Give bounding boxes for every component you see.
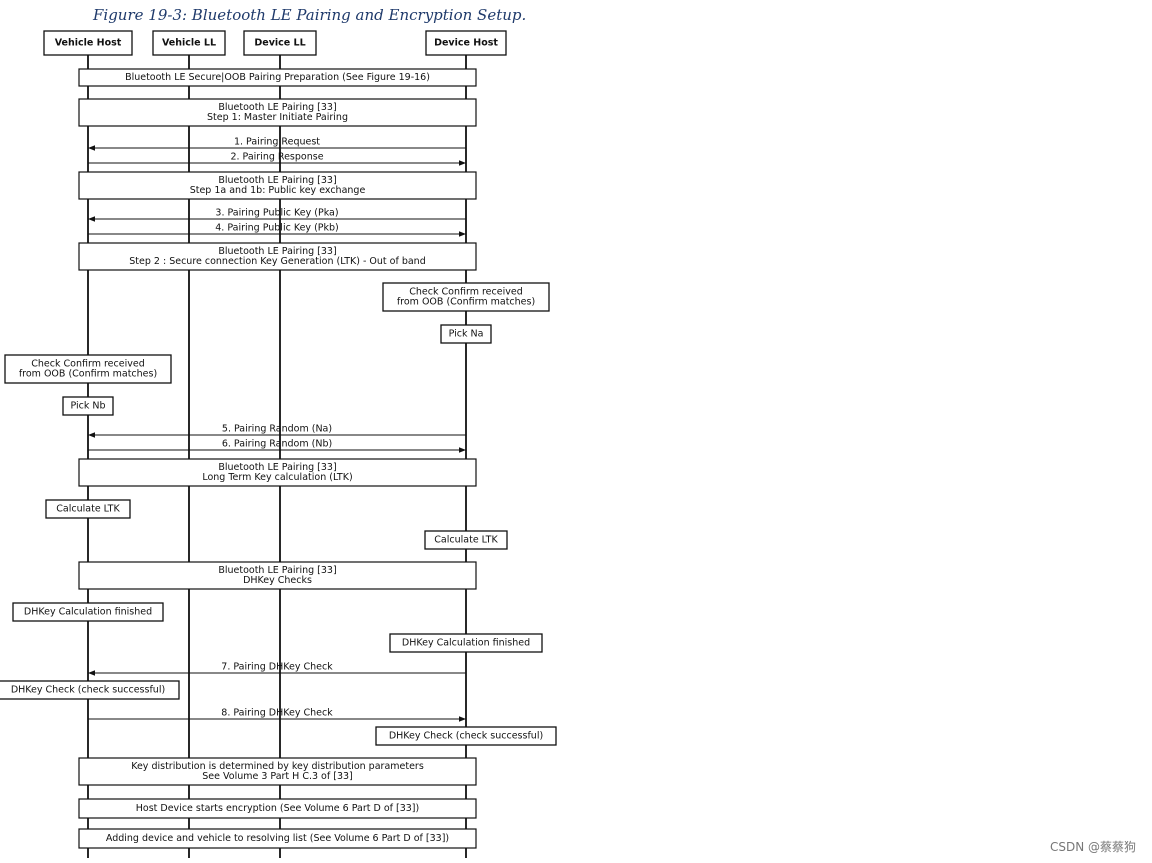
span-box — [78, 757, 477, 786]
span-box — [78, 458, 477, 487]
span-box-text: Long Term Key calculation (LTK) — [202, 472, 352, 483]
action-box — [389, 633, 543, 653]
action-box-text: from OOB (Confirm matches) — [397, 297, 535, 308]
watermark: CSDN @蔡蔡狗 — [1049, 840, 1136, 854]
lifeline-label: Device LL — [254, 38, 305, 49]
span-box — [78, 171, 477, 200]
message-label: 3. Pairing Public Key (Pka) — [215, 208, 338, 219]
span-box-text: Bluetooth LE Pairing [33] — [218, 462, 336, 473]
span-box-text: Bluetooth LE Pairing [33] — [218, 565, 336, 576]
span-box-text: Step 1a and 1b: Public key exchange — [190, 185, 366, 196]
message-label: 4. Pairing Public Key (Pkb) — [215, 223, 339, 234]
span-box-text: Step 1: Master Initiate Pairing — [207, 112, 348, 123]
lifeline-header-vh — [43, 30, 133, 56]
span-box — [78, 828, 477, 849]
span-box-text: Host Device starts encryption (See Volum… — [136, 803, 419, 814]
action-box — [0, 680, 180, 700]
message-label: 5. Pairing Random (Na) — [222, 424, 332, 435]
message-label: 7. Pairing DHKey Check — [221, 662, 333, 673]
action-box — [382, 282, 550, 312]
action-box — [424, 530, 508, 550]
action-box-text: DHKey Check (check successful) — [11, 685, 165, 696]
lifeline-header-vll — [152, 30, 226, 56]
action-box-text: DHKey Calculation finished — [402, 638, 530, 649]
span-box-text: Bluetooth LE Pairing [33] — [218, 175, 336, 186]
span-box-text: Adding device and vehicle to resolving l… — [106, 833, 449, 844]
span-box — [78, 798, 477, 819]
action-box — [440, 324, 492, 344]
action-box — [62, 396, 114, 416]
action-box — [12, 602, 164, 622]
lifeline-label: Vehicle Host — [55, 38, 122, 49]
span-box-text: Bluetooth LE Secure|OOB Pairing Preparat… — [125, 72, 430, 83]
figure-title: Figure 19-3: Bluetooth LE Pairing and En… — [93, 6, 527, 24]
action-box-text: from OOB (Confirm matches) — [19, 369, 157, 380]
action-box-text: Check Confirm received — [409, 287, 522, 298]
action-box — [45, 499, 131, 519]
message-label: 2. Pairing Response — [230, 152, 323, 163]
span-box-text: Key distribution is determined by key di… — [131, 761, 424, 772]
action-box-text: DHKey Check (check successful) — [389, 731, 543, 742]
span-box-text: DHKey Checks — [243, 575, 312, 586]
message-label: 8. Pairing DHKey Check — [221, 708, 333, 719]
action-box — [4, 354, 172, 384]
action-box-text: Pick Nb — [70, 401, 105, 412]
action-box-text: Calculate LTK — [434, 535, 498, 546]
action-box-text: DHKey Calculation finished — [24, 607, 152, 618]
span-box — [78, 242, 477, 271]
action-box-text: Calculate LTK — [56, 504, 120, 515]
action-box-text: Pick Na — [449, 329, 484, 340]
lifeline-header-dh — [425, 30, 507, 56]
span-box-text: Bluetooth LE Pairing [33] — [218, 102, 336, 113]
message-label: 6. Pairing Random (Nb) — [222, 439, 332, 450]
span-box-text: Bluetooth LE Pairing [33] — [218, 246, 336, 257]
span-box — [78, 561, 477, 590]
lifeline-label: Vehicle LL — [162, 38, 216, 49]
action-box-text: Check Confirm received — [31, 359, 144, 370]
lifeline-label: Device Host — [434, 38, 498, 49]
span-box-text: Step 2 : Secure connection Key Generatio… — [129, 256, 425, 267]
span-box-text: See Volume 3 Part H C.3 of [33] — [202, 771, 353, 782]
lifeline-header-dll — [243, 30, 317, 56]
action-box — [375, 726, 557, 746]
span-box — [78, 68, 477, 87]
span-box — [78, 98, 477, 127]
message-label: 1. Pairing Request — [234, 137, 320, 148]
